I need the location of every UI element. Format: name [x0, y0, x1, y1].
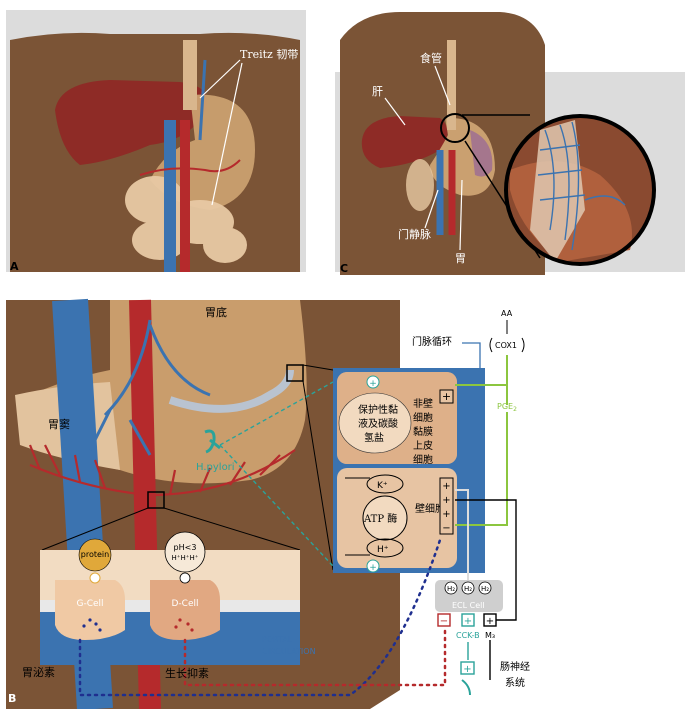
svg-text:−: −: [442, 523, 450, 534]
nonparietal-line5: 细胞: [413, 453, 433, 466]
m3-label: M₃: [485, 631, 495, 640]
svg-text:+: +: [442, 509, 450, 520]
svg-text:H₂: H₂: [481, 585, 489, 593]
panel-b: 胃底 胃窦 H.pylori 保护性黏 液及碳酸 氢盐 非壁 细胞 黏膜 上皮 …: [6, 298, 530, 709]
liver-label: 肝: [372, 85, 383, 98]
cox1-label: COX1: [495, 341, 517, 350]
svg-text:−: −: [440, 616, 448, 627]
nonparietal-line3: 黏膜: [413, 425, 433, 438]
atp-label: ATP 酶: [363, 512, 397, 525]
h-pylori-icon: [204, 429, 221, 454]
parietal-label: 壁细胞: [415, 502, 445, 515]
ph-line1: pH<3: [174, 543, 197, 552]
antrum-label: 胃窦: [48, 418, 70, 431]
protective-line3: 氢盐: [364, 431, 384, 444]
esophagus-label: 食管: [420, 51, 442, 65]
portal-circ-en1: PORTAL: [262, 635, 293, 644]
svg-text:+: +: [464, 616, 472, 627]
panel-a-letter: A: [10, 260, 19, 273]
panel-b-letter: B: [8, 692, 16, 705]
svg-text:+: +: [369, 563, 377, 573]
svg-text:+: +: [463, 664, 471, 675]
nonparietal-line2: 细胞: [413, 411, 433, 424]
panel-c: 食管 肝 门静脉 胃 C: [335, 12, 685, 275]
enteric-line1: 肠神经: [500, 660, 530, 673]
parietal-receptors: + + + −: [439, 477, 454, 535]
treitz-label: Treitz 韧带: [240, 48, 298, 61]
ph-line2: H⁺H⁺H⁺: [172, 554, 199, 562]
dcell-label: D-Cell: [172, 599, 199, 609]
nonparietal-plus: +: [442, 390, 451, 403]
nonparietal-line1: 非壁: [413, 397, 433, 410]
svg-text:H₂: H₂: [464, 585, 472, 593]
h-ion: H⁺: [377, 545, 389, 555]
somatostatin-label: 生长抑素: [165, 666, 209, 680]
enteric-line2: 系统: [505, 676, 525, 689]
protective-line1: 保护性黏: [358, 403, 398, 416]
k-ion: K⁺: [377, 481, 388, 491]
nonparietal-line4: 上皮: [413, 439, 433, 452]
protein-label: protein: [81, 550, 109, 559]
fundus-label: 胃底: [205, 305, 227, 319]
svg-text:+: +: [486, 616, 494, 627]
aa-label: AA: [501, 309, 513, 318]
svg-text:+: +: [442, 481, 450, 492]
panel-a: Treitz 韧带 A: [6, 10, 306, 273]
stomach-label: 胃: [455, 252, 466, 265]
portal-vein-label: 门静脉: [398, 227, 431, 241]
h2-circles: H₂ H₂ H₂: [444, 581, 492, 595]
gastrin-label: 胃泌素: [22, 666, 55, 679]
svg-text:+: +: [369, 379, 377, 389]
liver-a: [55, 80, 208, 165]
svg-text:+: +: [442, 495, 450, 506]
gcell-label: G-Cell: [76, 599, 103, 609]
h-pylori-label: H.pylori: [196, 462, 235, 473]
portal-circ-en2: CIRCULATION: [262, 647, 316, 656]
panel-c-letter: C: [340, 262, 348, 275]
svg-text:H₂: H₂: [447, 585, 455, 593]
liver-c: [361, 116, 448, 168]
cckb-label: CCK-B: [456, 631, 480, 640]
portal-circulation-zh: 门脉循环: [412, 335, 452, 348]
ecl-label: ECL Cell: [452, 601, 485, 610]
protective-line2: 液及碳酸: [358, 417, 398, 430]
pge2-label: PGE2: [497, 402, 517, 413]
